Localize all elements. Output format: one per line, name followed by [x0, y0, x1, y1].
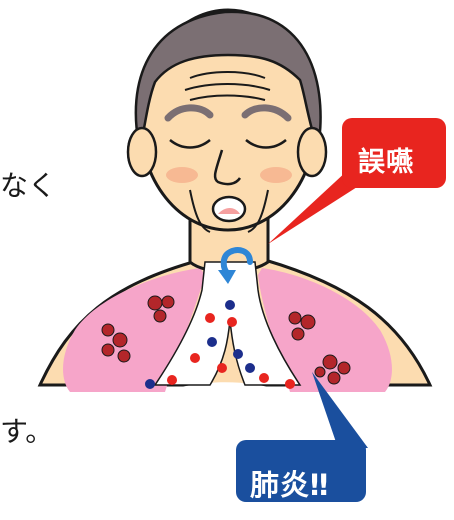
left-text-line-2: す。 — [0, 415, 54, 448]
forehead-wrinkle — [189, 94, 266, 101]
left-eye — [169, 139, 211, 149]
bacteria-icon — [101, 295, 351, 385]
right-cheek — [260, 167, 292, 183]
curved-arrow-icon — [218, 247, 253, 284]
hair — [134, 10, 322, 151]
particle-dots — [145, 300, 295, 389]
forehead-wrinkle — [184, 83, 271, 91]
red-dot — [285, 379, 295, 389]
blue-dot — [233, 349, 243, 359]
pneumonia-label: 肺炎‼ — [250, 468, 330, 502]
left-cheek — [166, 167, 198, 183]
red-dot — [217, 363, 227, 373]
blue-dot — [145, 379, 155, 389]
red-dot — [190, 353, 200, 363]
tongue — [218, 208, 240, 214]
left-eyebrow — [164, 104, 214, 122]
right-ear — [296, 126, 328, 178]
jowl-line — [189, 189, 211, 233]
red-dot — [259, 373, 269, 383]
aspiration-callout — [268, 118, 446, 244]
left-text-line-1: なく — [0, 169, 57, 202]
left-ear — [126, 126, 158, 178]
aspiration-label: 誤嚥 — [358, 147, 414, 178]
right-eyebrow — [241, 104, 292, 122]
right-lung — [258, 268, 392, 392]
red-dot — [167, 375, 177, 385]
chest-cutout — [160, 382, 290, 400]
red-dot — [205, 313, 215, 323]
blue-dot — [245, 363, 255, 373]
forehead-wrinkle — [189, 71, 266, 79]
pneumonia-callout — [236, 372, 368, 502]
blue-dot — [207, 337, 217, 347]
right-eye — [245, 139, 287, 149]
nose — [213, 149, 242, 186]
jowl-line — [247, 189, 269, 233]
red-dot — [227, 317, 237, 327]
blue-dot — [225, 300, 235, 310]
